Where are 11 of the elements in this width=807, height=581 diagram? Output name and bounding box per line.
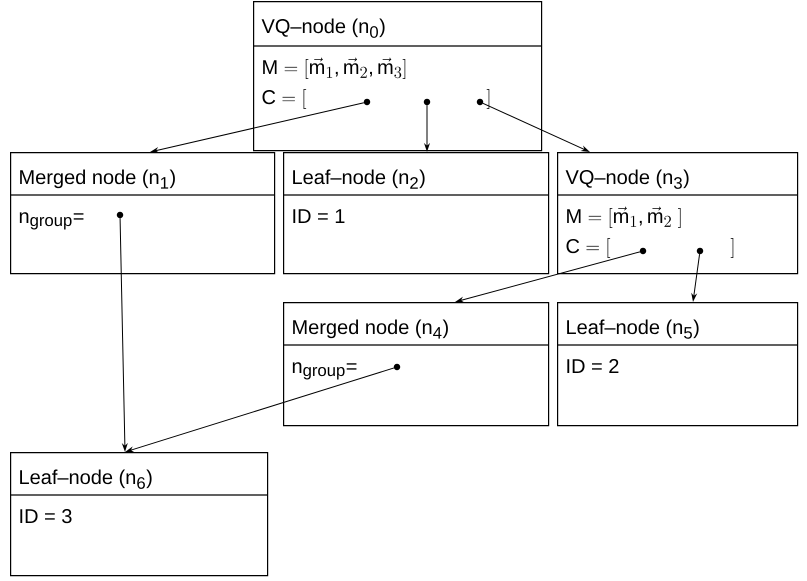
record-box: Merged node (n$_{1}$) n$_{group}$= <box>10 152 276 274</box>
node-label: n$_{group}$= <box>292 362 356 380</box>
node-label: Merged node (n$_{4}$) <box>293 320 448 339</box>
record-box: Leaf–node (n$_{2}$) ID = 1 <box>283 152 550 274</box>
record-box: VQ–node (n$_{3}$) $M = [\vec{m}_1 , \vec{m}_2\;]$ $C = [\qquad\qquad\qquad]$ <box>557 152 798 274</box>
record-box: Leaf–node (n$_{5}$) ID = 2 <box>557 302 798 426</box>
node-label: Merged node (n$_{1}$) <box>20 170 175 189</box>
record-box: Leaf–node (n$_{6}$) ID = 3 <box>10 452 268 576</box>
node-label: n$_{group}$= <box>20 212 84 230</box>
record-box: VQ–node (n$_{0}$) $M = [\vec{m}_1 , \vec{m}_2 , \vec{m}_3]$ $C = [\qquad\qquad\qquad\qquad\quad]$ <box>253 1 542 152</box>
record-box: Merged node (n$_{4}$) n$_{group}$= <box>283 302 550 426</box>
